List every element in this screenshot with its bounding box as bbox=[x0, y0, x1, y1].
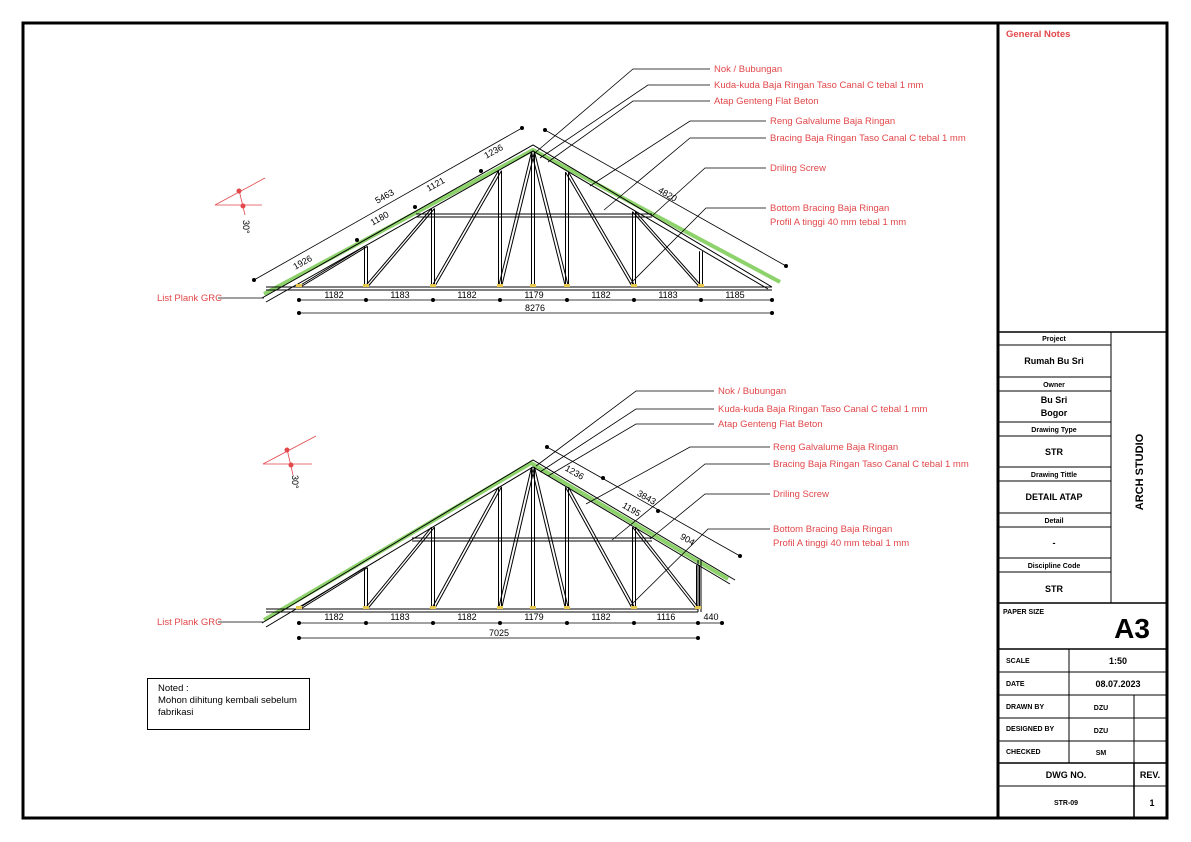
paper-size-label: PAPER SIZE bbox=[1003, 609, 1044, 616]
t1-dim-5: 1182 bbox=[591, 290, 610, 300]
t1-slope-inner: 1180 bbox=[369, 209, 391, 227]
note-box: Noted : Mohon dihitung kembali sebelum f… bbox=[147, 678, 310, 730]
label-reng: Reng Galvalume Baja Ringan bbox=[770, 116, 895, 127]
t2-dim-2: 1183 bbox=[390, 612, 409, 622]
t2-label-bracing: Bracing Baja Ringan Taso Canal C tebal 1… bbox=[773, 459, 969, 470]
t1-slope-3: 1121 bbox=[425, 175, 447, 193]
t2-total: 7025 bbox=[489, 628, 509, 638]
title-block bbox=[998, 331, 1167, 818]
sheet-border bbox=[21, 21, 1169, 820]
checked-label: CHECKED bbox=[1006, 749, 1041, 756]
t1-slope-right: 4820 bbox=[656, 185, 678, 204]
t1-dim-4: 1179 bbox=[524, 290, 543, 300]
label-atap: Atap Genteng Flat Beton bbox=[714, 96, 819, 107]
drawn-by-label: DRAWN BY bbox=[1006, 704, 1044, 711]
t2-label-bottom-2: Profil A tinggi 40 mm tebal 1 mm bbox=[773, 538, 909, 549]
t2-label-bottom-1: Bottom Bracing Baja Ringan bbox=[773, 524, 892, 535]
t1-total: 8276 bbox=[525, 303, 545, 313]
studio-name: ARCH STUDIO bbox=[1134, 433, 1146, 510]
t2-dim-1: 1182 bbox=[324, 612, 343, 622]
t2-label-reng: Reng Galvalume Baja Ringan bbox=[773, 442, 898, 453]
t2-label-nok: Nok / Bubungan bbox=[718, 386, 786, 397]
note-text: Mohon dihitung kembali sebelum fabrikasi bbox=[158, 695, 297, 718]
t1-dim-6: 1183 bbox=[658, 290, 677, 300]
t2-label-driling: Driling Screw bbox=[773, 489, 829, 500]
t1-dim-1: 1182 bbox=[324, 290, 343, 300]
detail-label: Detail bbox=[1044, 518, 1063, 525]
paper-size-value: A3 bbox=[1114, 613, 1150, 644]
drawing-type-label: Drawing Type bbox=[1031, 427, 1076, 434]
truss-1 bbox=[214, 68, 788, 315]
drawn-by-value: DZU bbox=[1094, 705, 1108, 712]
roof-tile-line bbox=[262, 460, 730, 622]
truss-2 bbox=[218, 390, 770, 640]
scale-label: SCALE bbox=[1006, 658, 1030, 665]
drawing-title-label: Drawing Tittle bbox=[1031, 472, 1077, 479]
scale-value: 1:50 bbox=[1109, 656, 1127, 666]
label-list-plank: List Plank GRC bbox=[157, 293, 222, 304]
t2-dim-6: 1116 bbox=[657, 612, 676, 622]
t2-dim-3: 1182 bbox=[457, 612, 476, 622]
label-nok: Nok / Bubungan bbox=[714, 64, 782, 75]
project-value: Rumah Bu Sri bbox=[1024, 356, 1084, 366]
project-label: Project bbox=[1042, 336, 1066, 343]
drawing-type-value: STR bbox=[1045, 447, 1064, 457]
t1-slope-4: 1236 bbox=[482, 142, 504, 160]
designed-by-label: DESIGNED BY bbox=[1006, 726, 1055, 733]
dwg-no-value: STR-09 bbox=[1054, 800, 1078, 807]
drawing-title-value: DETAIL ATAP bbox=[1026, 492, 1083, 502]
angle-label: 30° bbox=[241, 220, 251, 234]
designed-by-value: DZU bbox=[1094, 728, 1108, 735]
owner-label: Owner bbox=[1043, 382, 1065, 389]
t2-slope-2: 3843 bbox=[635, 488, 657, 507]
discipline-value: STR bbox=[1045, 584, 1064, 594]
detail-value: - bbox=[1053, 538, 1056, 548]
label-driling: Driling Screw bbox=[770, 163, 826, 174]
t2-dim-5: 1182 bbox=[591, 612, 610, 622]
date-value: 08.07.2023 bbox=[1095, 679, 1140, 689]
t2-slope-4: 904 bbox=[678, 531, 696, 547]
checked-value: SM bbox=[1096, 750, 1107, 757]
t2-dim-4: 1179 bbox=[524, 612, 543, 622]
t1-dim-7: 1185 bbox=[725, 290, 744, 300]
t2-label-kuda: Kuda-kuda Baja Ringan Taso Canal C tebal… bbox=[718, 404, 928, 415]
rev-label: REV. bbox=[1140, 770, 1160, 780]
label-bracing: Bracing Baja Ringan Taso Canal C tebal 1… bbox=[770, 133, 966, 144]
dwg-no-label: DWG NO. bbox=[1046, 770, 1087, 780]
label-kuda: Kuda-kuda Baja Ringan Taso Canal C tebal… bbox=[714, 80, 924, 91]
t2-angle-label: 30° bbox=[290, 475, 300, 489]
label-bottom-1: Bottom Bracing Baja Ringan bbox=[770, 203, 889, 214]
t2-dim-extra: 440 bbox=[703, 612, 718, 622]
t1-dim-2: 1183 bbox=[390, 290, 409, 300]
owner-line-2: Bogor bbox=[1041, 408, 1068, 418]
owner-line-1: Bu Sri bbox=[1041, 395, 1068, 405]
t1-slope-2: 5463 bbox=[373, 187, 395, 205]
t2-label-list-plank: List Plank GRC bbox=[157, 617, 222, 628]
t2-label-atap: Atap Genteng Flat Beton bbox=[718, 419, 823, 430]
date-label: DATE bbox=[1006, 681, 1025, 688]
label-bottom-2: Profil A tinggi 40 mm tebal 1 mm bbox=[770, 217, 906, 228]
discipline-label: Discipline Code bbox=[1028, 563, 1081, 570]
rev-value: 1 bbox=[1149, 798, 1154, 808]
general-notes-label: General Notes bbox=[1006, 29, 1070, 40]
note-title: Noted : bbox=[158, 683, 189, 694]
t1-dim-3: 1182 bbox=[457, 290, 476, 300]
t2-slope-1: 1236 bbox=[563, 463, 585, 482]
